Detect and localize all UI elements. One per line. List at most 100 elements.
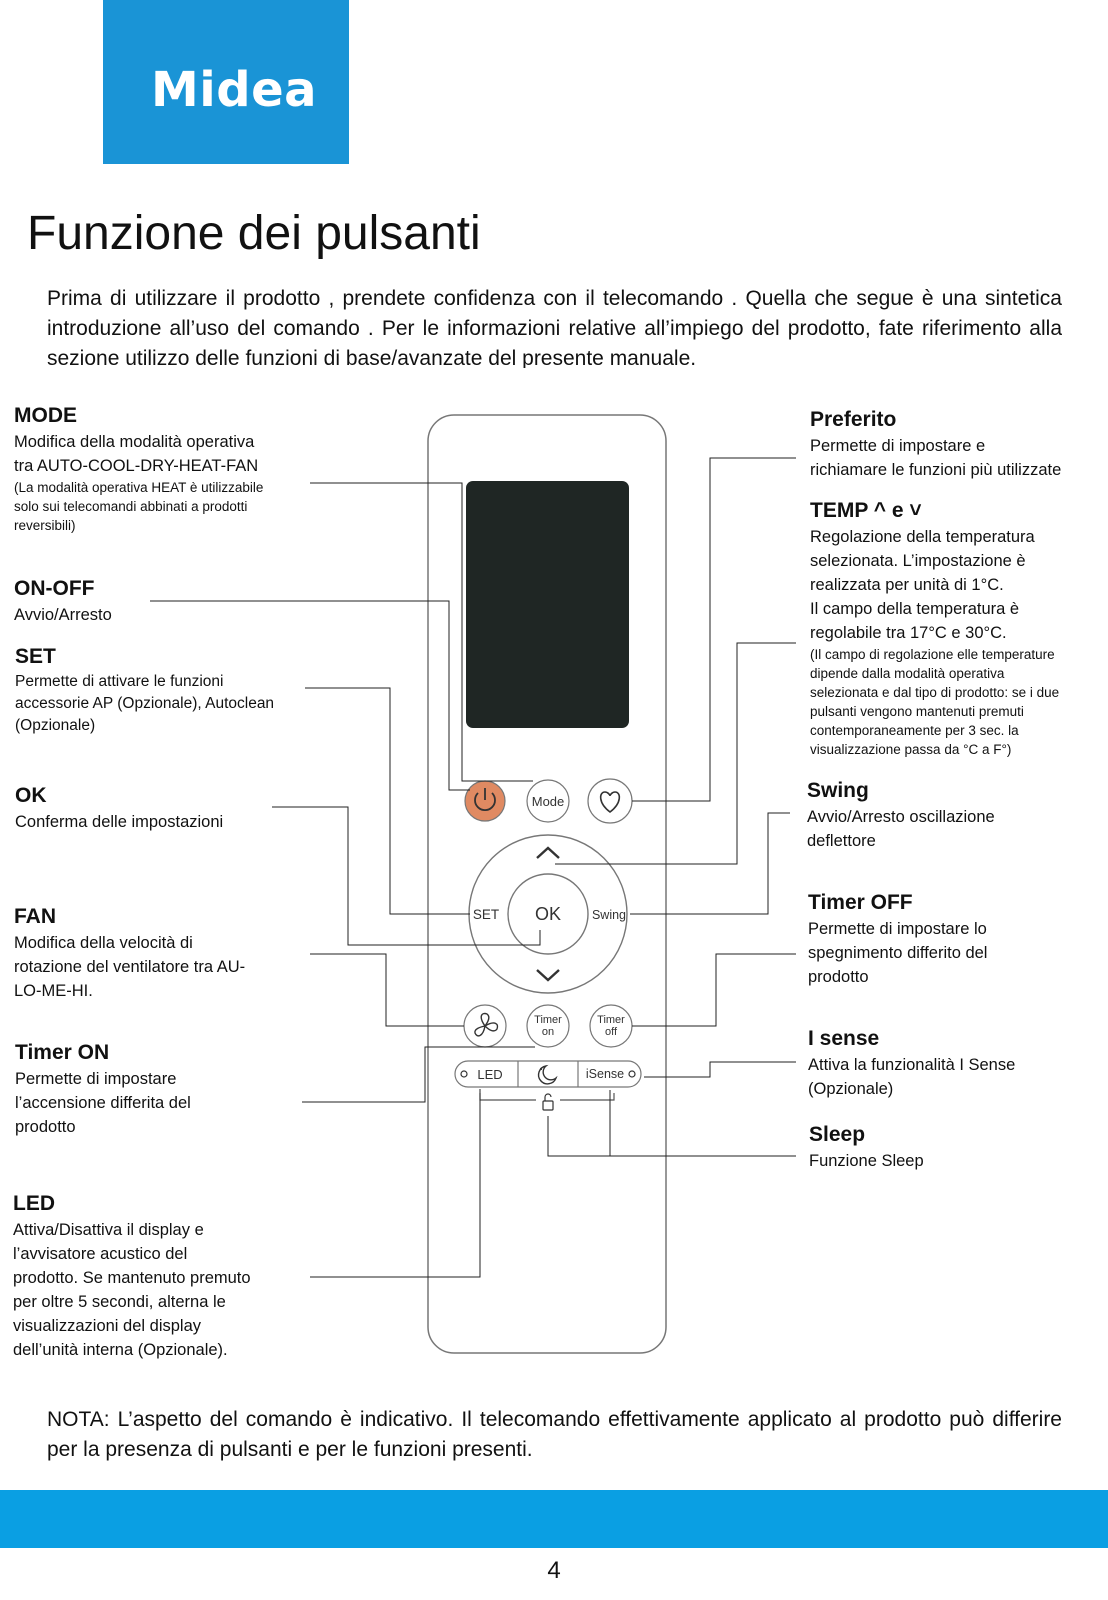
fan-line: LO-ME-HI. <box>14 982 93 1000</box>
set-line: Permette di attivare le funzioni <box>15 673 224 690</box>
favourite-button <box>587 778 633 824</box>
preferito-line: Permette di impostare e <box>810 437 986 455</box>
mode-heading: MODE <box>14 404 77 427</box>
timer-on-description: Timer ON Permette di impostare l’accensi… <box>15 1039 191 1139</box>
timer-off-heading: Timer OFF <box>808 891 913 914</box>
swing-button-label: Swing <box>592 908 626 922</box>
temp-note: contemporaneamente per 3 sec. la <box>810 723 1019 738</box>
set-heading: SET <box>15 645 56 668</box>
ok-heading: OK <box>15 784 47 807</box>
sleep-icon <box>537 1064 558 1085</box>
temp-note: (Il campo di regolazione elle temperatur… <box>810 647 1055 662</box>
page-number: 4 <box>547 1557 561 1584</box>
led-line: per oltre 5 secondi, alterna le <box>13 1293 226 1311</box>
swing-line: deflettore <box>807 832 876 850</box>
isense-button-label: iSense <box>586 1067 624 1081</box>
timer-off-label-2: off <box>605 1026 618 1038</box>
mode-note: reversibili) <box>14 518 76 533</box>
temp-line: regolabile tra 17°C e 30°C. <box>810 624 1007 642</box>
remote-screen <box>466 481 629 728</box>
onoff-line: Avvio/Arresto <box>14 606 112 624</box>
fan-line: Modifica della velocità di <box>14 934 193 952</box>
timer-on-button <box>526 1004 570 1048</box>
preferito-heading: Preferito <box>810 408 897 431</box>
mode-line: Modifica della modalità operativa <box>14 433 255 451</box>
timer-on-label-2: on <box>542 1026 554 1038</box>
led-button-label: LED <box>477 1067 502 1082</box>
heart-icon <box>599 791 621 814</box>
temp-up-icon <box>536 846 560 859</box>
isense-indicator-icon <box>628 1070 636 1078</box>
page-title: Funzione dei pulsanti <box>27 207 481 260</box>
set-line: accessorie AP (Opzionale), Autoclean <box>15 695 275 712</box>
led-heading: LED <box>13 1192 55 1215</box>
note-paragraph: NOTA: L’aspetto del comando è indicativo… <box>47 1408 1062 1461</box>
temp-note: dipende dalla modalità operativa <box>810 666 1005 681</box>
mode-line: tra AUTO-COOL-DRY-HEAT-FAN <box>14 457 259 475</box>
led-description: LED Attiva/Disattiva il display e l’avvi… <box>13 1190 251 1362</box>
swing-description: Swing Avvio/Arresto oscillazione deflett… <box>807 777 995 853</box>
brand-logo: Midea <box>103 0 349 164</box>
bottom-button-row <box>454 1060 642 1088</box>
ok-line: Conferma delle impostazioni <box>15 813 224 831</box>
mode-button-label: Mode <box>532 794 565 809</box>
led-line: dell’unità interna (Opzionale). <box>13 1341 228 1359</box>
brand-logo-text: Midea <box>151 62 318 118</box>
ok-description: OK Conferma delle impostazioni <box>15 782 223 834</box>
timer-on-label-1: Timer <box>534 1014 562 1026</box>
temp-note: visualizzazione passa da °C a F°) <box>810 742 1012 757</box>
ok-button <box>507 873 589 955</box>
mode-button <box>526 779 570 823</box>
fan-icon <box>474 1012 499 1037</box>
timer-off-line: Permette di impostare lo <box>808 920 987 938</box>
sleep-heading: Sleep <box>809 1123 866 1146</box>
timer-off-description: Timer OFF Permette di impostare lo spegn… <box>808 889 987 989</box>
fan-line: rotazione del ventilatore tra AU- <box>14 958 246 976</box>
lock-icon <box>542 1100 554 1111</box>
led-line: l’avvisatore acustico del <box>13 1245 188 1263</box>
mode-note: (La modalità operativa HEAT è utilizzabi… <box>14 480 264 495</box>
set-button-label: SET <box>473 907 499 922</box>
timer-off-line: spegnimento differito del <box>808 944 988 962</box>
isense-line: Attiva la funzionalità I Sense <box>808 1056 1016 1074</box>
intro-paragraph: Prima di utilizzare il prodotto , prende… <box>47 287 1062 368</box>
swing-heading: Swing <box>807 779 869 802</box>
footer-band <box>0 1490 1108 1548</box>
leader-lines <box>150 457 796 1278</box>
preferito-description: Preferito Permette di impostare e richia… <box>810 406 1061 482</box>
timer-off-line: prodotto <box>808 968 869 986</box>
power-icon <box>474 788 496 812</box>
preferito-line: richiamare le funzioni più utilizzate <box>810 461 1062 479</box>
led-line: prodotto. Se mantenuto premuto <box>13 1269 251 1287</box>
temp-line: selezionata. L’impostazione è <box>810 552 1026 570</box>
temp-down-icon <box>536 969 560 982</box>
sleep-line: Funzione Sleep <box>809 1152 924 1170</box>
timer-on-line: l’accensione differita del <box>15 1094 191 1112</box>
set-line: (Opzionale) <box>15 717 96 734</box>
swing-line: Avvio/Arresto oscillazione <box>807 808 995 826</box>
timer-on-line: prodotto <box>15 1118 76 1136</box>
onoff-description: ON-OFF Avvio/Arresto <box>14 575 112 627</box>
fan-description: FAN Modifica della velocità di rotazione… <box>14 903 245 1003</box>
led-line: visualizzazioni del display <box>13 1317 202 1335</box>
led-indicator-icon <box>460 1070 468 1078</box>
power-button <box>464 780 506 822</box>
temp-note: pulsanti vengono mantenuti premuti <box>810 704 1024 719</box>
ok-button-label: OK <box>535 904 561 924</box>
sleep-description: Sleep Funzione Sleep <box>809 1121 924 1173</box>
temp-heading: TEMP ^ e ˅ <box>810 499 922 522</box>
fan-heading: FAN <box>14 905 56 928</box>
mode-description: MODE Modifica della modalità operativa t… <box>14 402 263 535</box>
isense-description: I sense Attiva la funzionalità I Sense (… <box>808 1025 1015 1101</box>
set-description: SET Permette di attivare le funzioni acc… <box>15 643 274 737</box>
onoff-heading: ON-OFF <box>14 577 95 600</box>
isense-heading: I sense <box>808 1027 880 1050</box>
temp-description: TEMP ^ e ˅ Regolazione della temperatura… <box>810 497 1059 759</box>
timer-on-heading: Timer ON <box>15 1041 110 1064</box>
isense-line: (Opzionale) <box>808 1080 894 1098</box>
temp-line: Il campo della temperatura è <box>810 600 1020 618</box>
timer-off-label-1: Timer <box>597 1014 625 1026</box>
mode-note: solo sui telecomandi abbinati a prodotti <box>14 499 248 514</box>
timer-on-line: Permette di impostare <box>15 1070 177 1088</box>
